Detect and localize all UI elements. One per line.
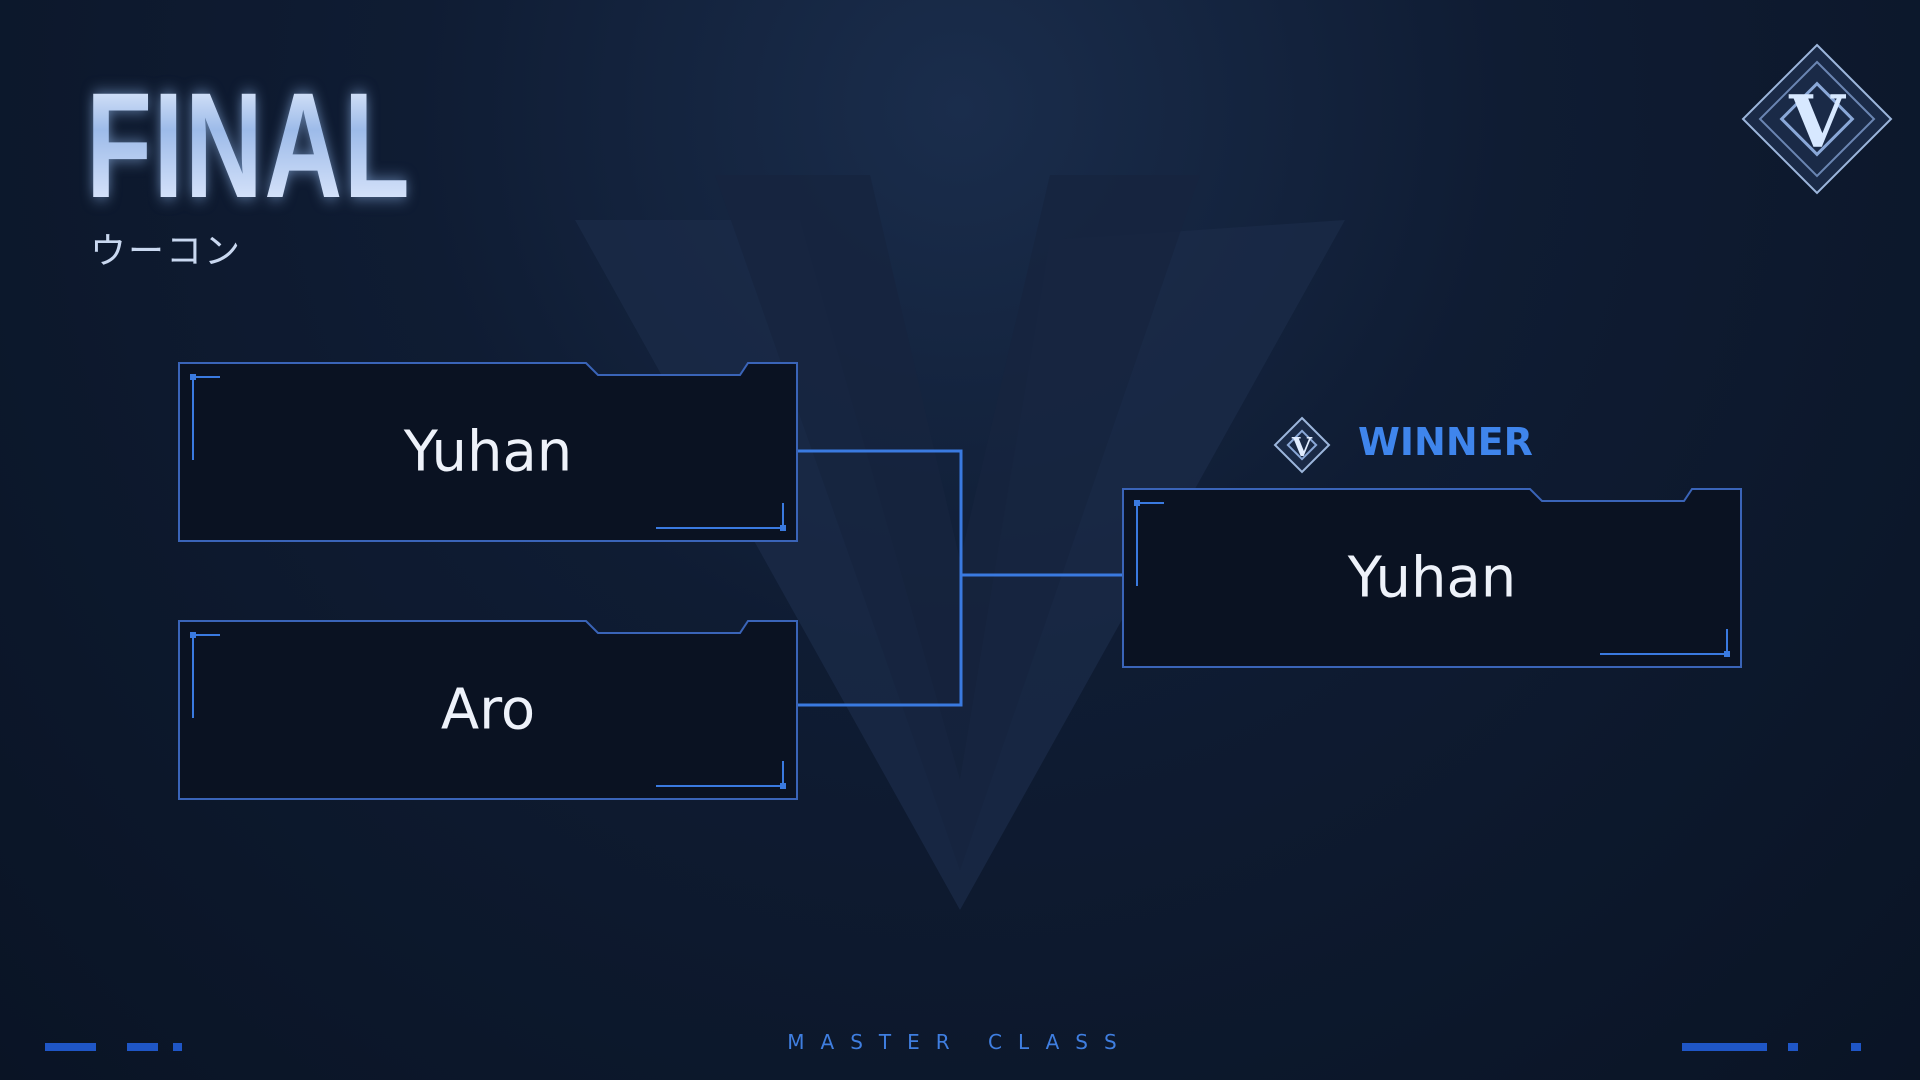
footer-label: MASTER CLASS: [787, 1030, 1133, 1054]
decor-bar: [173, 1043, 182, 1051]
v-diamond-logo-icon: V: [1741, 43, 1893, 195]
decor-bar: [1851, 1043, 1861, 1051]
winner-slot: Yuhan: [1122, 488, 1742, 668]
page-title: FINAL: [86, 61, 412, 229]
decor-bar: [127, 1043, 158, 1051]
svg-text:V: V: [1291, 433, 1313, 463]
page-subtitle: ウーコン: [90, 231, 243, 272]
decor-bar: [45, 1043, 96, 1051]
semifinal-slot-2: Aro: [178, 620, 798, 800]
slot-frame: [1122, 488, 1742, 668]
player-name: Yuhan: [403, 419, 573, 485]
decor-bar: [1682, 1043, 1767, 1051]
v-diamond-icon: V: [1273, 416, 1331, 474]
player-name: Yuhan: [1347, 545, 1517, 611]
winner-label: WINNER: [1358, 420, 1533, 464]
player-name: Aro: [440, 677, 536, 743]
slot-frame: [178, 620, 798, 800]
svg-text:V: V: [1788, 79, 1846, 164]
semifinal-slot-1: Yuhan: [178, 362, 798, 542]
decor-bar: [1788, 1043, 1798, 1051]
slot-frame: [178, 362, 798, 542]
